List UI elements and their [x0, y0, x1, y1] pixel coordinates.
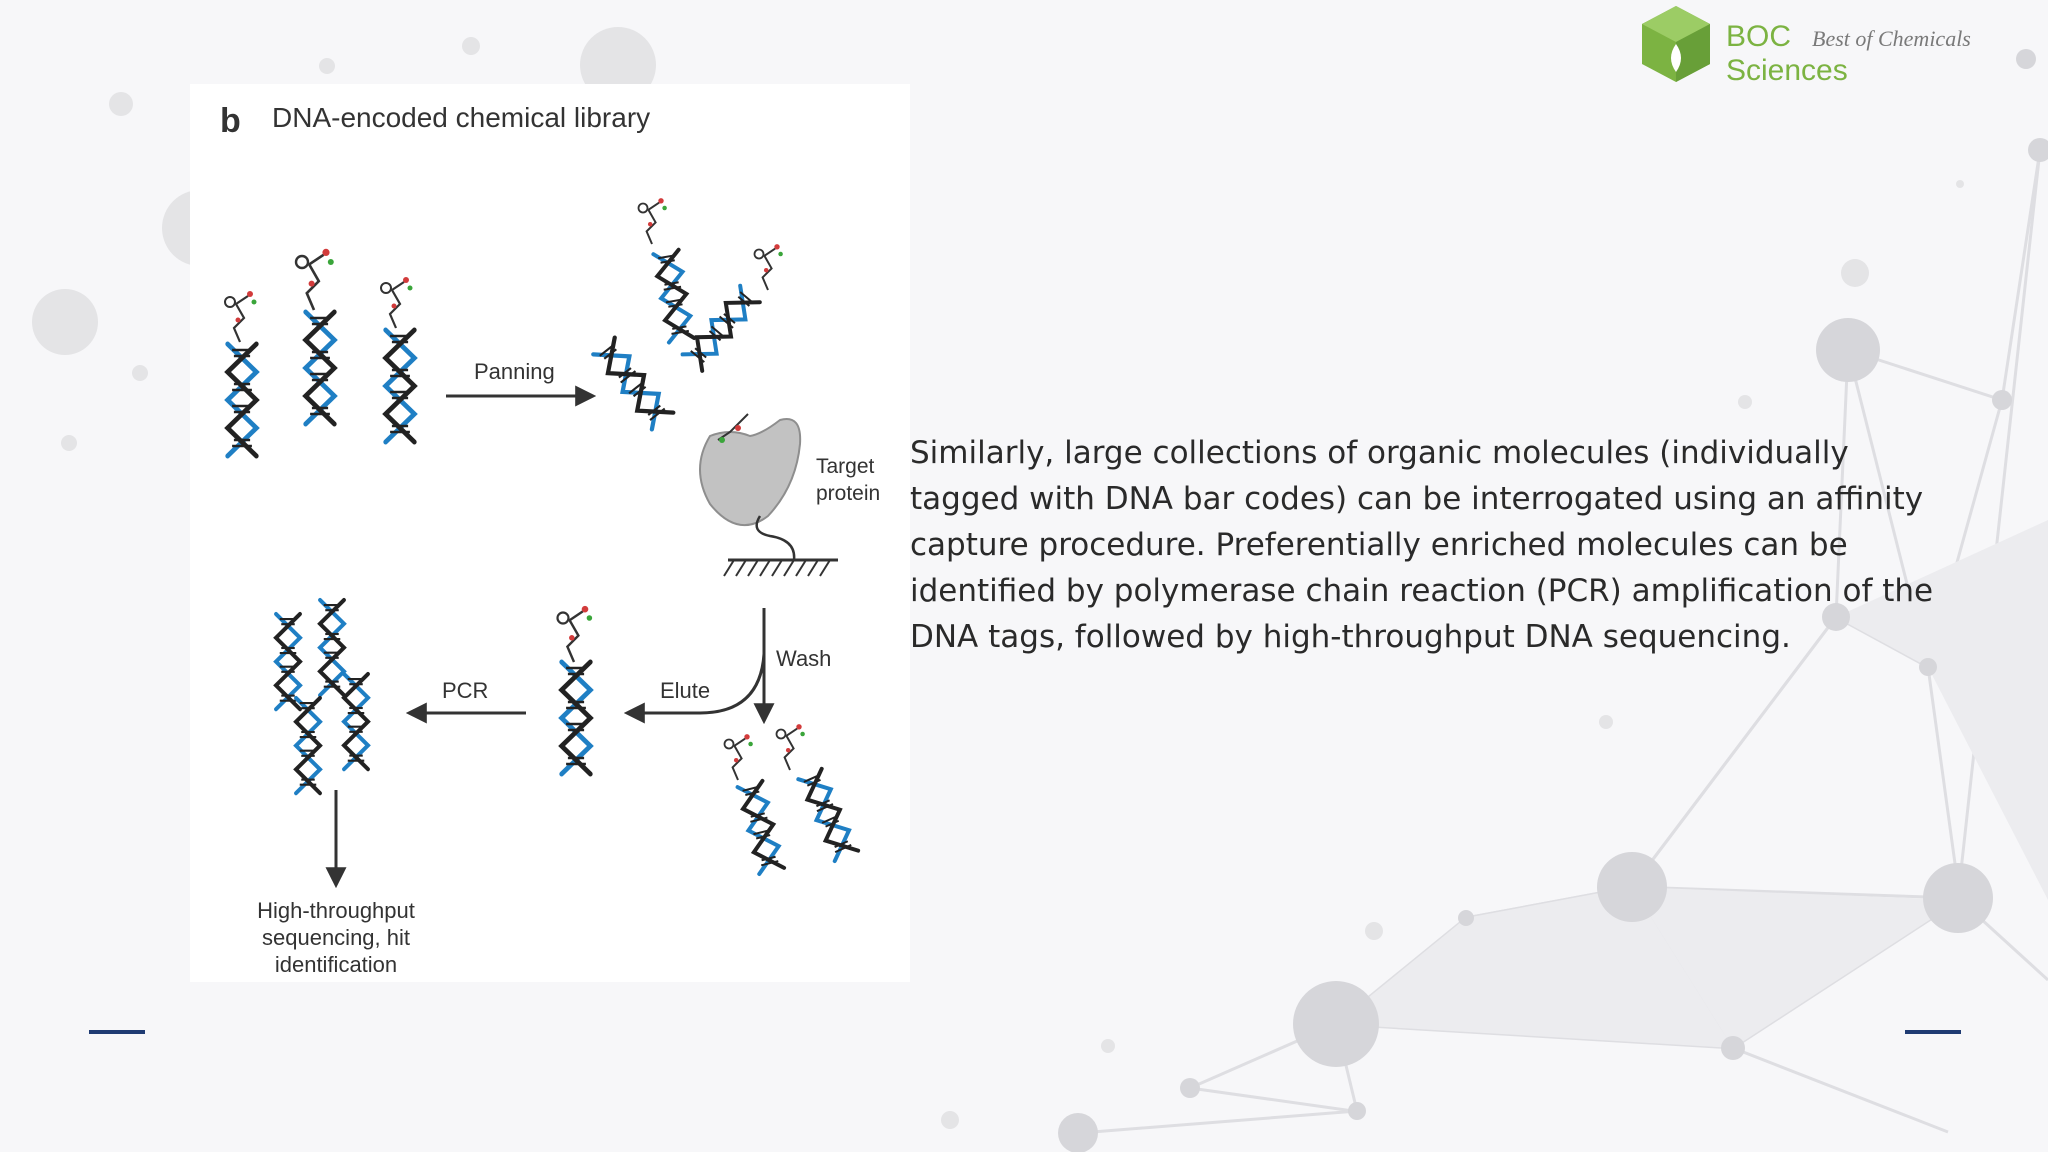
target-label-line2: protein — [816, 482, 880, 505]
figure-diagram: b DNA-encoded chemical library Panning — [220, 102, 880, 977]
dna-helix-icon — [738, 781, 785, 874]
logo-cube-icon — [1642, 6, 1710, 82]
panel-letter: b — [220, 102, 241, 140]
dna-helix-icon — [344, 674, 368, 769]
logo-brand: BOC — [1726, 20, 1791, 53]
accent-bar-right — [1905, 1030, 1961, 1034]
dna-helix-icon — [228, 344, 257, 456]
dna-helix-icon — [320, 600, 344, 695]
dna-helix-icon — [296, 698, 320, 793]
wash-label: Wash — [776, 646, 831, 671]
body-paragraph: Similarly, large collections of organic … — [910, 435, 1934, 655]
dna-helix-icon — [562, 662, 591, 774]
panning-label: Panning — [474, 359, 555, 384]
target-protein-icon — [699, 418, 802, 526]
dna-helix-icon — [306, 312, 335, 424]
pcr-label: PCR — [442, 678, 488, 703]
result-label-line3: identification — [275, 952, 397, 977]
dna-helix-icon — [653, 250, 694, 343]
accent-bar-left — [89, 1030, 145, 1034]
boc-sciences-logo: BOC Best of Chemicals Sciences — [1642, 6, 1971, 87]
dna-helix-icon — [593, 338, 673, 430]
dna-helix-icon — [798, 769, 858, 861]
elute-label: Elute — [660, 678, 710, 703]
figure-title: DNA-encoded chemical library — [272, 102, 650, 133]
result-label-line2: sequencing, hit — [262, 925, 410, 950]
dna-helix-icon — [683, 286, 760, 371]
target-label-line1: Target — [816, 455, 875, 478]
logo-sub: Sciences — [1726, 54, 1848, 87]
dna-helix-icon — [276, 614, 300, 709]
result-label-line1: High-throughput — [257, 898, 415, 923]
logo-tagline: Best of Chemicals — [1812, 26, 1971, 51]
dna-helix-icon — [386, 330, 415, 442]
dna-library-figure: b DNA-encoded chemical library Panning — [190, 84, 910, 982]
